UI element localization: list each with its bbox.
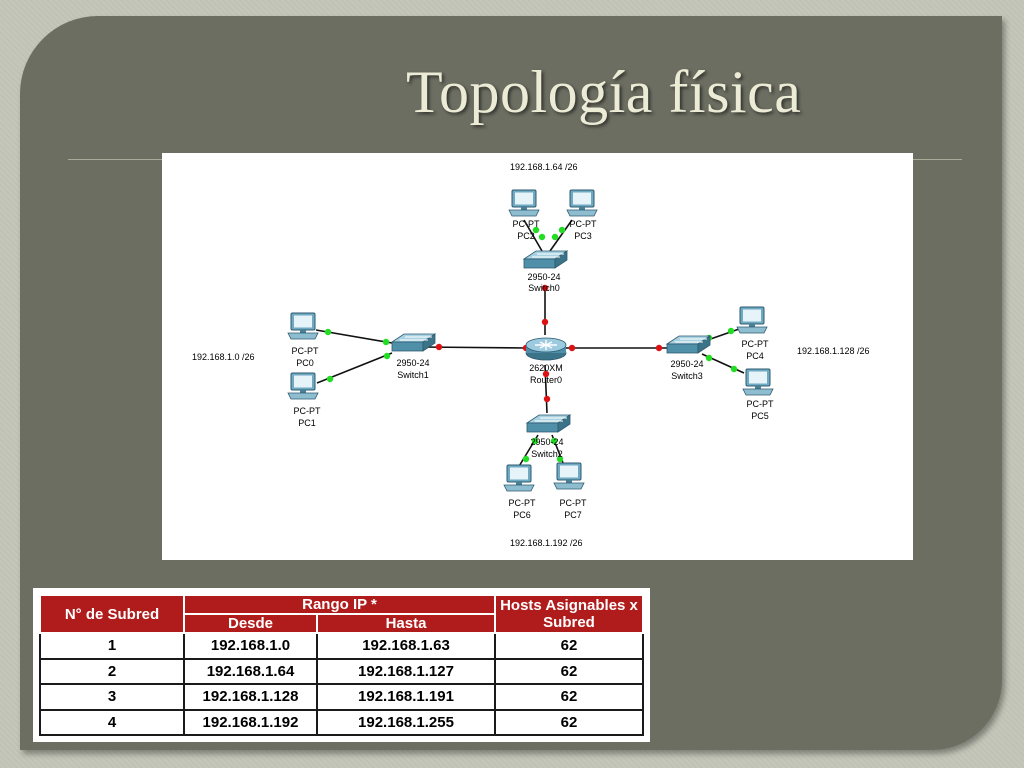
topology-diagram: 192.168.1.64 /26 192.168.1.0 /26 192.168… bbox=[162, 153, 913, 560]
switch-icon[interactable] bbox=[391, 333, 436, 352]
pc4-model-label: PC-PT bbox=[742, 339, 770, 349]
header-to: Hasta bbox=[316, 613, 496, 634]
port-up-indicator bbox=[705, 354, 713, 362]
subnet-label-top: 192.168.1.64 /26 bbox=[510, 162, 578, 172]
pc0-model-label: PC-PT bbox=[292, 346, 320, 356]
pc-icon[interactable] bbox=[566, 189, 598, 217]
table-header-row: N° de Subred Rango IP * Hosts Asignables… bbox=[39, 594, 644, 634]
pc-icon[interactable] bbox=[742, 368, 774, 396]
table-row: 3 192.168.1.128 192.168.1.191 62 bbox=[39, 683, 644, 711]
port-up-indicator bbox=[730, 365, 738, 373]
port-up-indicator bbox=[383, 352, 391, 360]
port-down-indicator bbox=[541, 318, 549, 326]
router0-model-label: 2620XM bbox=[529, 363, 563, 373]
cell-to: 192.168.1.127 bbox=[316, 657, 496, 685]
pc-icon[interactable] bbox=[287, 312, 319, 340]
cell-subnet: 4 bbox=[39, 708, 185, 736]
port-up-indicator bbox=[556, 455, 564, 463]
switch0-model-label: 2950-24 bbox=[527, 272, 560, 282]
link-pc3-switch0 bbox=[549, 219, 573, 252]
pc-icon[interactable] bbox=[287, 372, 319, 400]
pc-icon[interactable] bbox=[736, 306, 768, 334]
pc7-model-label: PC-PT bbox=[560, 498, 588, 508]
switch-icon[interactable] bbox=[666, 335, 711, 354]
switch-icon[interactable] bbox=[526, 414, 571, 433]
port-up-indicator bbox=[727, 327, 735, 335]
cell-to: 192.168.1.255 bbox=[316, 708, 496, 736]
header-subnet-number: N° de Subred bbox=[39, 594, 185, 634]
cell-subnet: 3 bbox=[39, 683, 185, 711]
port-up-indicator bbox=[551, 233, 559, 241]
switch2-name-label: Switch2 bbox=[531, 449, 563, 459]
port-down-indicator bbox=[541, 284, 549, 292]
port-down-indicator bbox=[543, 395, 551, 403]
slide-title: Topología física bbox=[406, 59, 802, 125]
cell-to: 192.168.1.63 bbox=[316, 632, 496, 660]
pc0-name-label: PC0 bbox=[296, 358, 314, 368]
table-row: 4 192.168.1.192 192.168.1.255 62 bbox=[39, 708, 644, 736]
port-up-indicator bbox=[531, 437, 539, 445]
cell-to: 192.168.1.191 bbox=[316, 683, 496, 711]
pc2-model-label: PC-PT bbox=[513, 219, 541, 229]
switch3-model-label: 2950-24 bbox=[670, 359, 703, 369]
port-up-indicator bbox=[558, 226, 566, 234]
port-down-indicator bbox=[435, 343, 443, 351]
port-up-indicator bbox=[324, 328, 332, 336]
port-up-indicator bbox=[326, 375, 334, 383]
switch1-model-label: 2950-24 bbox=[396, 358, 429, 368]
router-icon[interactable] bbox=[525, 337, 567, 361]
cell-hosts: 62 bbox=[494, 657, 644, 685]
header-hosts-per-subnet: Hosts Asignables x Subred bbox=[494, 594, 644, 634]
port-up-indicator bbox=[550, 437, 558, 445]
table-subheader-row: Desde Hasta bbox=[40, 613, 643, 634]
subnet-table-container: N° de Subred Rango IP * Hosts Asignables… bbox=[33, 588, 650, 742]
pc3-model-label: PC-PT bbox=[570, 219, 598, 229]
cell-hosts: 62 bbox=[494, 632, 644, 660]
pc5-name-label: PC5 bbox=[751, 411, 769, 421]
cell-from: 192.168.1.128 bbox=[183, 683, 318, 711]
subnet-label-right: 192.168.1.128 /26 bbox=[797, 346, 870, 356]
table-row: 2 192.168.1.64 192.168.1.127 62 bbox=[39, 657, 644, 685]
topology-svg: 192.168.1.64 /26 192.168.1.0 /26 192.168… bbox=[192, 162, 870, 548]
pc1-name-label: PC1 bbox=[298, 418, 316, 428]
cell-subnet: 1 bbox=[39, 632, 185, 660]
pc2-name-label: PC2 bbox=[517, 231, 535, 241]
pc-icon[interactable] bbox=[553, 462, 585, 490]
switch2-model-label: 2950-24 bbox=[530, 437, 563, 447]
table-row: 1 192.168.1.0 192.168.1.63 62 bbox=[39, 632, 644, 660]
pc-icon[interactable] bbox=[503, 464, 535, 492]
pc-icon[interactable] bbox=[508, 189, 540, 217]
port-down-indicator bbox=[655, 344, 663, 352]
switch3-name-label: Switch3 bbox=[671, 371, 703, 381]
cell-from: 192.168.1.64 bbox=[183, 657, 318, 685]
port-down-indicator bbox=[542, 370, 550, 378]
pc3-name-label: PC3 bbox=[574, 231, 592, 241]
switch-icon[interactable] bbox=[523, 250, 568, 269]
subnet-label-left: 192.168.1.0 /26 bbox=[192, 352, 255, 362]
cell-hosts: 62 bbox=[494, 708, 644, 736]
header-from: Desde bbox=[183, 613, 318, 634]
pc6-name-label: PC6 bbox=[513, 510, 531, 520]
subnet-label-bottom: 192.168.1.192 /26 bbox=[510, 538, 583, 548]
port-down-indicator bbox=[568, 344, 576, 352]
cell-from: 192.168.1.0 bbox=[183, 632, 318, 660]
link-pc2-switch0 bbox=[523, 219, 543, 252]
cell-subnet: 2 bbox=[39, 657, 185, 685]
switch1-name-label: Switch1 bbox=[397, 370, 429, 380]
port-up-indicator bbox=[522, 455, 530, 463]
pc6-model-label: PC-PT bbox=[509, 498, 537, 508]
port-up-indicator bbox=[532, 226, 540, 234]
header-ip-range: Rango IP * bbox=[183, 594, 496, 615]
router0-name-label: Router0 bbox=[530, 375, 562, 385]
port-up-indicator bbox=[538, 233, 546, 241]
pc7-name-label: PC7 bbox=[564, 510, 582, 520]
pc4-name-label: PC4 bbox=[746, 351, 764, 361]
pc5-model-label: PC-PT bbox=[747, 399, 775, 409]
switch0-name-label: Switch0 bbox=[528, 283, 560, 293]
port-up-indicator bbox=[382, 338, 390, 346]
subnet-table: N° de Subred Rango IP * Hosts Asignables… bbox=[39, 594, 644, 736]
pc1-model-label: PC-PT bbox=[294, 406, 322, 416]
cell-from: 192.168.1.192 bbox=[183, 708, 318, 736]
cell-hosts: 62 bbox=[494, 683, 644, 711]
